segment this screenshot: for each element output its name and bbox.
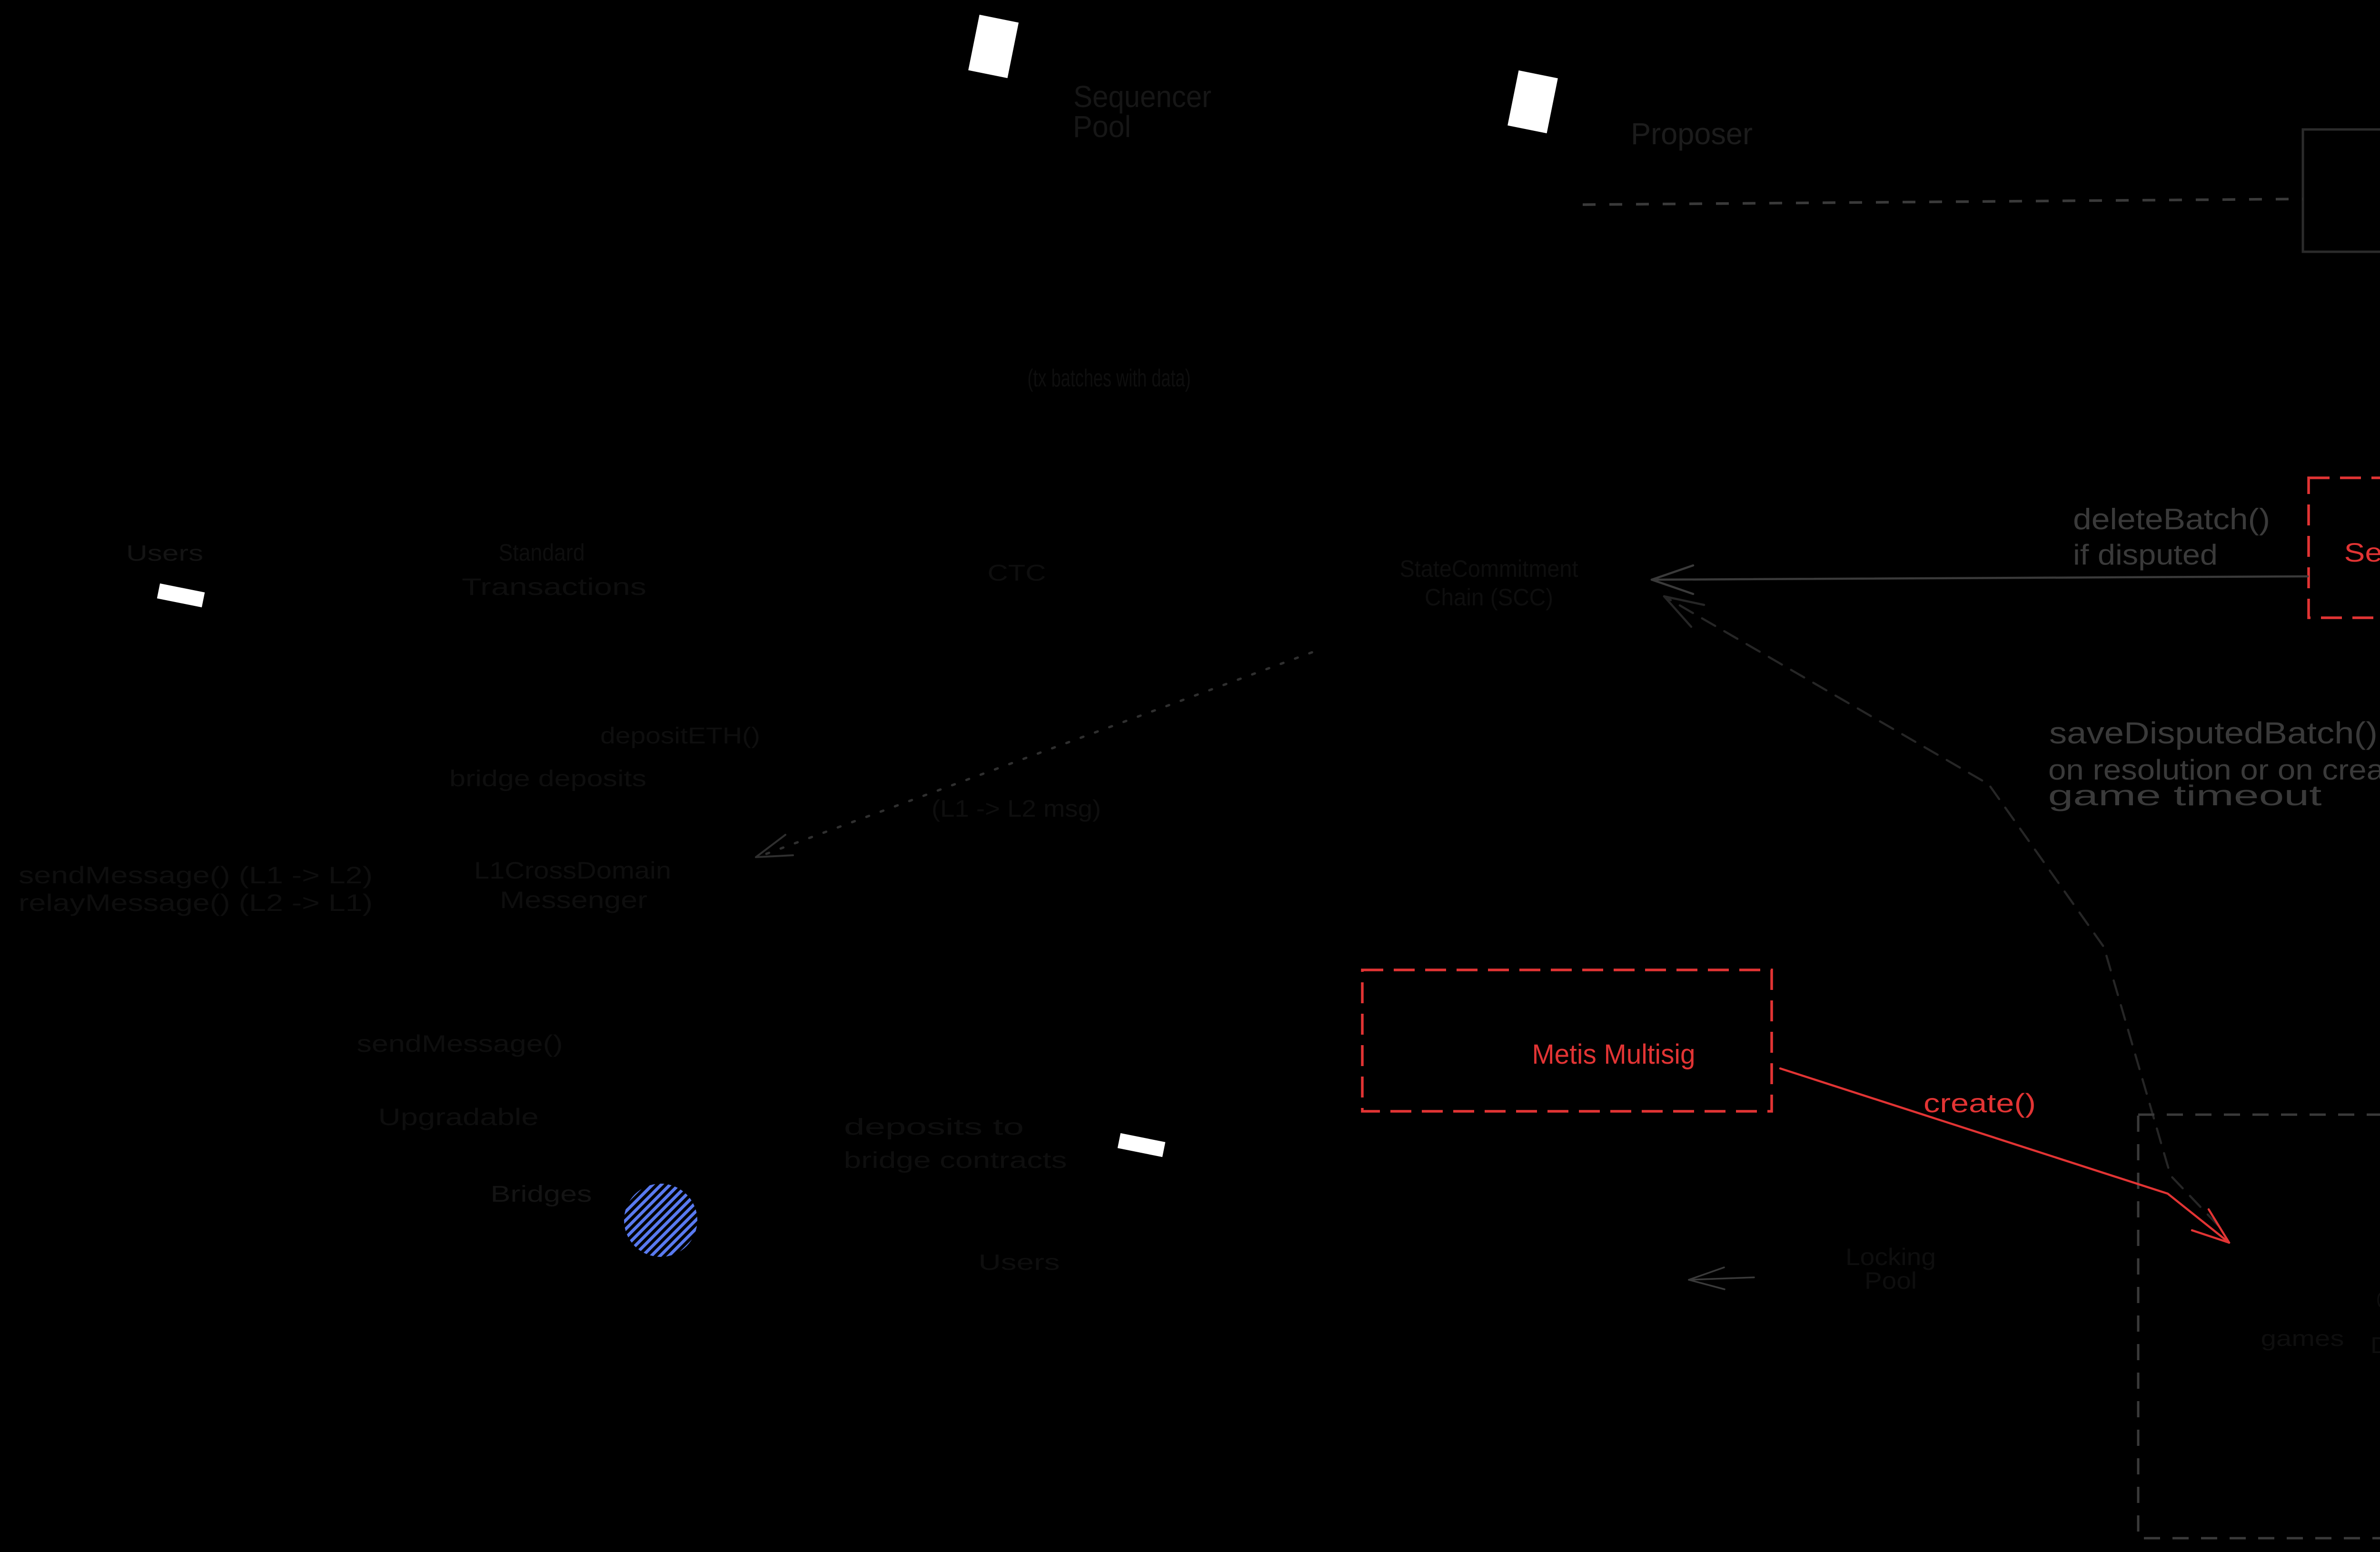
svg-text:bridge contracts: bridge contracts — [844, 1148, 1067, 1173]
svg-text:Metis Multisig: Metis Multisig — [1532, 1039, 1696, 1070]
svg-text:if disputed: if disputed — [2073, 539, 2218, 571]
svg-text:L1CrossDomain: L1CrossDomain — [474, 857, 671, 884]
svg-text:relayMessage() (L2 -> L1): relayMessage() (L2 -> L1) — [19, 890, 373, 916]
svg-text:CTC: CTC — [988, 561, 1046, 586]
svg-text:Users: Users — [126, 541, 203, 565]
svg-text:Transactions: Transactions — [462, 573, 646, 600]
svg-text:depositETH(): depositETH() — [600, 723, 760, 749]
svg-text:Chain (SCC): Chain (SCC) — [1425, 584, 1553, 611]
svg-text:saveDisputedBatch(): saveDisputedBatch() — [2049, 716, 2378, 750]
svg-text:(L1 -> L2 msg): (L1 -> L2 msg) — [932, 795, 1101, 822]
svg-text:create(): create() — [1924, 1088, 2036, 1118]
svg-text:Bridges: Bridges — [491, 1182, 592, 1207]
svg-text:deleteBatch(): deleteBatch() — [2073, 503, 2270, 536]
svg-text:Security Council: Security Council — [2344, 537, 2380, 567]
svg-text:Pool: Pool — [1864, 1267, 1917, 1294]
svg-text:sendMessage() (L1 -> L2): sendMessage() (L1 -> L2) — [19, 862, 373, 889]
svg-text:on resolution or on create: on resolution or on create — [2048, 754, 2380, 786]
svg-text:Proposer: Proposer — [1631, 117, 1753, 151]
svg-text:Standard: Standard — [499, 539, 585, 566]
svg-text:Dispute Game: Dispute Game — [2370, 1333, 2380, 1358]
svg-text:game timeout: game timeout — [2048, 780, 2322, 811]
svg-text:deposits to: deposits to — [844, 1115, 1024, 1140]
svg-text:Sequencer: Sequencer — [1073, 79, 1211, 114]
svg-text:StateCommitment: StateCommitment — [1400, 555, 1578, 582]
svg-text:games: games — [2261, 1326, 2344, 1351]
svg-text:Cannon: Cannon — [2377, 1288, 2380, 1313]
svg-text:Messenger: Messenger — [500, 887, 647, 913]
svg-text:Users: Users — [979, 1250, 1060, 1275]
svg-text:Upgradable: Upgradable — [378, 1104, 539, 1130]
svg-text:(tx batches with data): (tx batches with data) — [1028, 365, 1191, 392]
svg-text:bridge deposits: bridge deposits — [449, 766, 646, 791]
svg-text:Pool: Pool — [1073, 109, 1131, 144]
svg-text:sendMessage(): sendMessage() — [357, 1030, 563, 1057]
svg-text:Locking: Locking — [1845, 1244, 1936, 1270]
